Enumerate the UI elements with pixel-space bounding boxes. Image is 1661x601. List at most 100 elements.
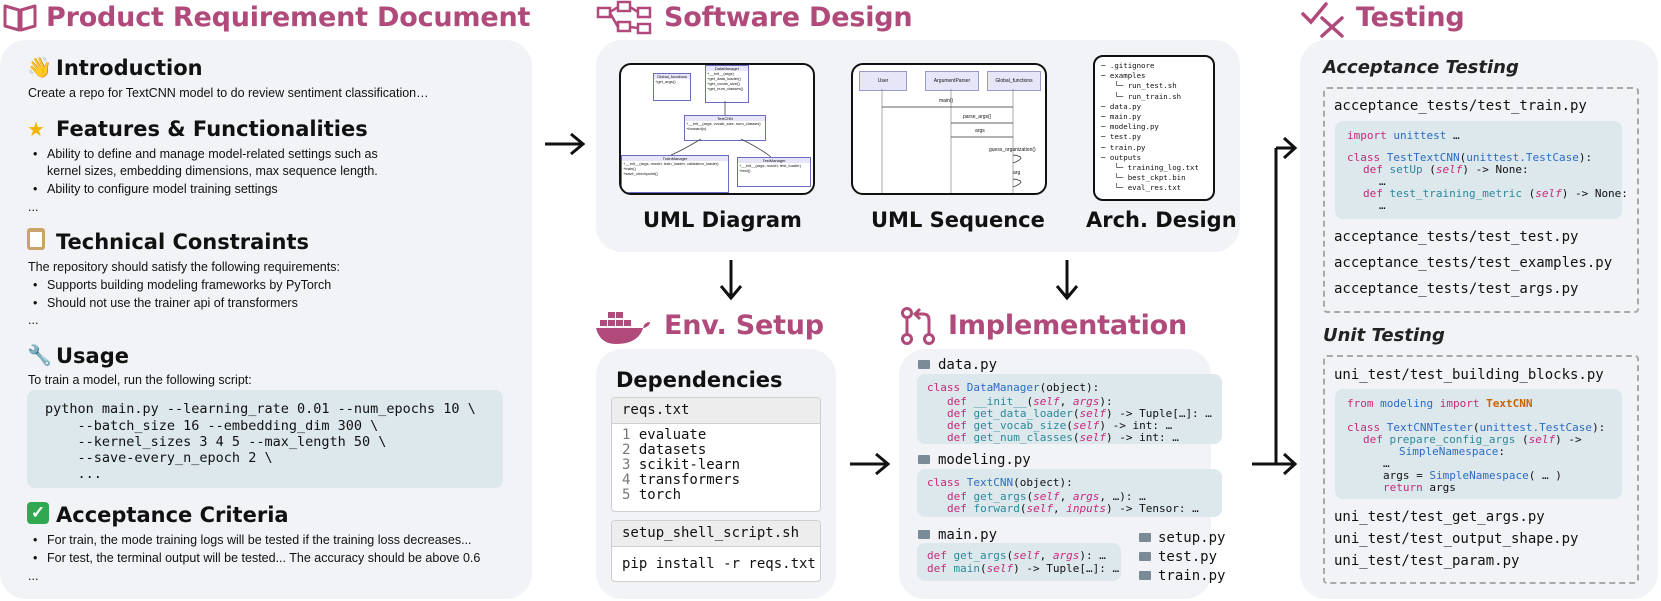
test-file-name: acceptance_tests/test_test.py [1334, 229, 1579, 245]
folder-icon [918, 455, 930, 464]
seq-actor: Global_functions [987, 71, 1041, 91]
uml-class-box: TextCNN +__init__(args, vocab_size, num_… [684, 115, 766, 141]
uml-class-box: DataManager +__init__(args) +get_data_lo… [705, 65, 749, 103]
reqs-line: 4 transformers [622, 473, 740, 488]
arch-design-caption: Arch. Design [1086, 208, 1237, 232]
code-line: class TextCNNTester(unittest.TestCase): [1347, 421, 1606, 434]
intro-heading: Introduction [56, 56, 203, 80]
code-line: class DataManager(object): [927, 381, 1100, 394]
test-file-name: uni_test/test_param.py [1334, 553, 1520, 569]
arch-design-thumbnail: ─ .gitignore─ examples └─ run_test.sh └─… [1093, 55, 1215, 201]
code-line: def test_training_metric (self) -> None: [1363, 187, 1628, 200]
usage-text: To train a model, run the following scri… [28, 373, 252, 387]
unit-test-box [1323, 355, 1639, 584]
folder-icon [918, 360, 930, 369]
modeling-code-block: class TextCNN(object): def get_args(self… [917, 469, 1222, 517]
usage-code-block: python main.py --learning_rate 0.01 --nu… [27, 390, 503, 488]
code-line: args = SimpleNamespace( … ) [1383, 469, 1562, 482]
folder-icon [1139, 571, 1151, 580]
folder-icon [1139, 533, 1151, 542]
arch-tree-line: ─ modeling.py [1101, 122, 1159, 132]
test-file-name: acceptance_tests/test_examples.py [1334, 255, 1613, 271]
code-line: def get_vocab_size(self) -> int: … [947, 419, 1173, 432]
connector-arrows [1252, 136, 1298, 476]
code-line: --batch_size 16 --embedding_dim 300 \ [45, 418, 379, 434]
arch-tree-line: ─ test.py [1101, 132, 1142, 142]
testing-title: Testing [1356, 2, 1465, 33]
acceptance-heading: Acceptance Criteria [56, 503, 289, 527]
reqs-filename: reqs.txt [622, 402, 690, 418]
uml-class-box: Global_functions +get_args() [653, 73, 691, 101]
check-icon: ✓ [27, 502, 49, 524]
line-number: 5 [622, 487, 639, 503]
reqs-line: 1 evaluate [622, 428, 740, 443]
arch-tree: ─ .gitignore─ examples └─ run_test.sh └─… [1101, 61, 1199, 194]
code-line: def get_num_classes(self) -> int: … [947, 431, 1179, 444]
feature-item: Ability to configure model training sett… [33, 182, 278, 196]
uml-class-box: TrainManager +__init__(args, model, trai… [621, 155, 729, 193]
ellipsis: ... [28, 313, 39, 327]
impl-title: Implementation [948, 310, 1188, 341]
arch-tree-line: ─ .gitignore [1101, 61, 1155, 70]
code-line: ... [45, 466, 102, 482]
reqs-line: 2 datasets [622, 443, 740, 458]
data-file-name: data.py [938, 357, 998, 373]
code-line: class TextCNN(object): [927, 476, 1073, 489]
uml-diagram-caption: UML Diagram [643, 208, 802, 232]
seq-actor: User [859, 71, 907, 91]
test-file-name: acceptance_tests/test_train.py [1334, 98, 1587, 114]
code-line: return args [1383, 481, 1456, 494]
acceptance-testing-title: Acceptance Testing [1323, 57, 1519, 78]
arch-tree-line: └─ best_ckpt.bin [1101, 173, 1186, 183]
wrench-icon: 🔧 [27, 345, 52, 367]
arrow-down-icon [719, 260, 743, 301]
side-file-name: test.py [1158, 549, 1218, 565]
wave-icon: 👋 [27, 57, 52, 79]
setup-script-card: setup_shell_script.sh pip install -r req… [611, 520, 821, 582]
git-pull-request-icon [901, 307, 935, 345]
code-line: def get_args(self, args, …): … [947, 490, 1146, 503]
line-number: 1 [622, 427, 639, 443]
prd-panel [0, 40, 532, 599]
dependencies-heading: Dependencies [616, 368, 783, 392]
test-file-name: acceptance_tests/test_args.py [1334, 281, 1579, 297]
seq-msg: main() [939, 98, 954, 104]
arch-tree-line: ─ main.py [1101, 112, 1142, 122]
line-number: 2 [622, 442, 639, 458]
package-name: datasets [638, 442, 707, 458]
arch-tree-line: ─ data.py [1101, 101, 1142, 111]
code-line: … [1379, 199, 1386, 212]
seq-msg: parse_args() [963, 114, 992, 120]
code-line: SimpleNamespace: [1399, 445, 1505, 458]
features-heading: Features & Functionalities [56, 117, 368, 141]
arch-tree-line: └─ run_test.sh [1101, 81, 1177, 91]
data-code-block: class DataManager(object): def __init__(… [917, 374, 1222, 444]
reqs-line: 3 scikit-learn [622, 458, 740, 473]
arch-tree-line: ─ train.py [1101, 142, 1146, 152]
constraint-item: Supports building modeling frameworks by… [33, 278, 331, 292]
docker-whale-icon [596, 312, 650, 344]
arch-tree-line: ─ outputs [1101, 152, 1142, 162]
test-file-name: uni_test/test_output_shape.py [1334, 531, 1579, 547]
code-line: python main.py --learning_rate 0.01 --nu… [45, 401, 476, 417]
arch-tree-line: ─ examples [1101, 71, 1146, 81]
seq-msg: guess_organization() [989, 147, 1036, 153]
uml-diagram-thumbnail: Global_functions +get_args() DataManager… [619, 63, 815, 195]
diagram-icon [596, 0, 652, 35]
code-line: from modeling import TextCNN [1347, 397, 1533, 410]
uml-sequence-caption: UML Sequence [871, 208, 1045, 232]
main-file-name: main.py [938, 527, 998, 543]
arrow-down-icon [1055, 260, 1079, 301]
code-line: --save-every_n_epoch 2 \ [45, 450, 273, 466]
constraint-item: Should not use the trainer api of transf… [33, 296, 298, 310]
prd-title: Product Requirement Document [46, 2, 531, 33]
feature-item: Ability to define and manage model-relat… [33, 147, 378, 161]
side-file-name: setup.py [1158, 530, 1226, 546]
intro-text: Create a repo for TextCNN model to do re… [28, 86, 429, 100]
unit-testing-title: Unit Testing [1323, 325, 1445, 346]
line-number: 4 [622, 472, 639, 488]
env-title: Env. Setup [664, 310, 824, 341]
arch-tree-line: └─ eval_res.txt [1101, 183, 1182, 193]
